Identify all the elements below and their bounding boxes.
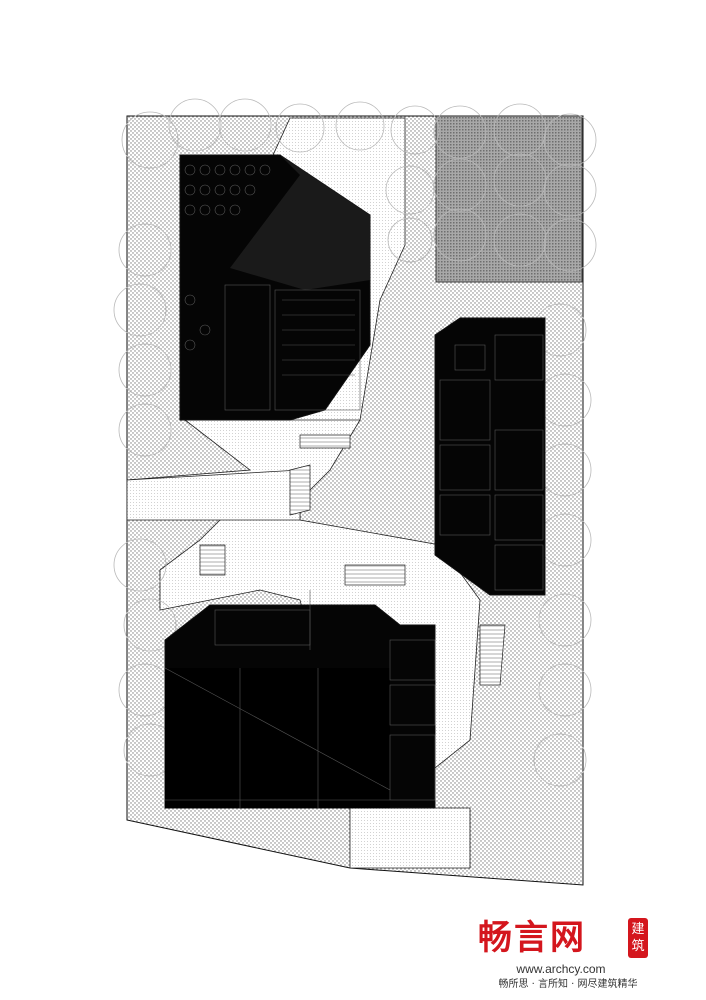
watermark-brand: 畅言网: [478, 918, 586, 958]
parking-area: [435, 115, 583, 283]
stairs: [199, 434, 506, 686]
building-east: [434, 317, 546, 596]
building-north: [179, 154, 371, 421]
trees: [113, 98, 597, 787]
watermark-seal: 建筑: [628, 918, 648, 958]
watermark-url[interactable]: www.archcy.com: [516, 962, 606, 976]
building-south: [164, 590, 436, 809]
watermark-slogan: 畅所思 · 言所知 · 网尽建筑精华: [498, 979, 638, 990]
